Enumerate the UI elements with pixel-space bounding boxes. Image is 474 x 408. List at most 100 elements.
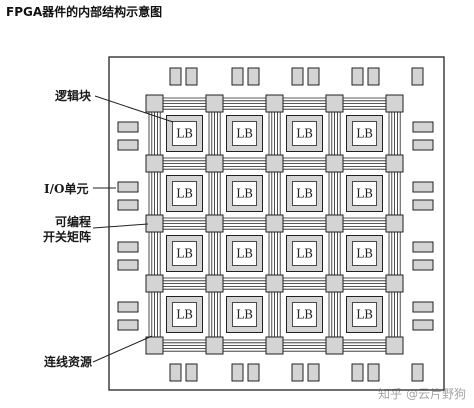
io-pad-bottom-3-0 [351, 363, 364, 382]
switch-matrix-4-2 [265, 336, 284, 355]
logic-blocks: LB LB LB LB LB LB LB LB LB LB LB LB LB LB LB LB [166, 115, 383, 333]
logic-block-label: LB [356, 308, 373, 322]
io-pad-left-4 [117, 241, 139, 253]
io-pad-left-7 [117, 319, 139, 331]
logic-block-2-1: LB [226, 235, 263, 272]
watermark: 知乎 @云片野狗 [378, 387, 466, 401]
io-pad-right-5 [412, 259, 434, 271]
logic-block-label: LB [296, 127, 313, 141]
logic-block-label: LB [236, 187, 253, 201]
switch-matrices [145, 94, 404, 355]
logic-block-core [232, 121, 257, 146]
logic-block-core [232, 241, 257, 266]
logic-block-core [352, 181, 377, 206]
logic-block-core [172, 181, 197, 206]
logic-block-label: LB [296, 308, 313, 322]
logic-block-core [292, 181, 317, 206]
logic-block-core [352, 121, 377, 146]
logic-block-label: LB [176, 308, 193, 322]
switch-matrix-0-4 [385, 94, 404, 113]
diagram-title: FPGA器件的内部结构示意图 [6, 5, 163, 19]
io-pads [117, 67, 434, 382]
io-pad-top-3-1 [367, 67, 380, 86]
logic-block-1-0: LB [166, 175, 203, 212]
logic-block-core [172, 302, 197, 327]
io-pad-right-2 [412, 181, 434, 193]
io-pad-bottom-0-0 [169, 363, 182, 382]
io-pad-bottom-4-0 [411, 363, 424, 382]
logic-block-0-3: LB [346, 115, 383, 152]
switch-matrix-1-4 [385, 154, 404, 173]
label-switch-matrix-line2: 开关矩阵 [43, 229, 91, 244]
switch-matrix-2-0 [145, 214, 164, 233]
io-pad-left-0 [117, 121, 139, 133]
switch-matrix-4-4 [385, 336, 404, 355]
logic-block-0-1: LB [226, 115, 263, 152]
logic-block-label: LB [176, 187, 193, 201]
logic-block-core [172, 241, 197, 266]
switch-matrix-2-3 [325, 214, 344, 233]
switch-matrix-0-0 [145, 94, 164, 113]
switch-matrix-3-0 [145, 274, 164, 293]
logic-block-0-2: LB [286, 115, 323, 152]
switch-matrix-1-2 [265, 154, 284, 173]
switch-matrix-1-3 [325, 154, 344, 173]
logic-block-core [292, 121, 317, 146]
logic-block-label: LB [236, 308, 253, 322]
io-pad-bottom-0-1 [185, 363, 198, 382]
switch-matrix-1-1 [205, 154, 224, 173]
logic-block-label: LB [296, 247, 313, 261]
switch-matrix-2-2 [265, 214, 284, 233]
logic-block-core [292, 302, 317, 327]
logic-block-2-0: LB [166, 235, 203, 272]
switch-matrix-4-3 [325, 336, 344, 355]
switch-matrix-3-4 [385, 274, 404, 293]
io-pad-left-1 [117, 139, 139, 151]
logic-block-label: LB [356, 247, 373, 261]
io-pad-top-1-0 [231, 67, 244, 86]
io-pad-left-6 [117, 301, 139, 313]
switch-matrix-3-1 [205, 274, 224, 293]
io-pad-right-4 [412, 241, 434, 253]
io-pad-right-7 [412, 319, 434, 331]
switch-matrix-4-1 [205, 336, 224, 355]
label-logic-block: 逻辑块 [55, 88, 92, 103]
logic-block-label: LB [236, 247, 253, 261]
logic-block-label: LB [356, 127, 373, 141]
io-pad-bottom-3-1 [367, 363, 380, 382]
switch-matrix-4-0 [145, 336, 164, 355]
logic-block-core [172, 121, 197, 146]
logic-block-label: LB [236, 127, 253, 141]
logic-block-label: LB [296, 187, 313, 201]
logic-block-1-3: LB [346, 175, 383, 212]
logic-block-core [232, 181, 257, 206]
io-pad-left-3 [117, 199, 139, 211]
io-pad-left-2 [117, 181, 139, 193]
switch-matrix-3-2 [265, 274, 284, 293]
logic-block-2-2: LB [286, 235, 323, 272]
logic-block-3-1: LB [226, 296, 263, 333]
io-pad-left-5 [117, 259, 139, 271]
logic-block-core [352, 302, 377, 327]
io-pad-top-4-0 [411, 67, 424, 86]
io-pad-right-3 [412, 199, 434, 211]
switch-matrix-0-3 [325, 94, 344, 113]
io-pad-right-1 [412, 139, 434, 151]
logic-block-core [352, 241, 377, 266]
io-pad-right-0 [412, 121, 434, 133]
io-pad-bottom-2-0 [291, 363, 304, 382]
switch-matrix-0-1 [205, 94, 224, 113]
label-switch-matrix-line1: 可编程 [55, 214, 91, 229]
callout-line-interconnect [92, 335, 153, 363]
io-pad-top-2-0 [291, 67, 304, 86]
switch-matrix-2-4 [385, 214, 404, 233]
logic-block-label: LB [356, 187, 373, 201]
logic-block-3-3: LB [346, 296, 383, 333]
callout-lines [92, 95, 174, 363]
label-io-unit: I/O单元 [44, 181, 88, 196]
callout-line-switch-matrix [92, 223, 149, 229]
switch-matrix-2-1 [205, 214, 224, 233]
label-interconnect: 连线资源 [44, 354, 92, 369]
logic-block-label: LB [176, 127, 193, 141]
